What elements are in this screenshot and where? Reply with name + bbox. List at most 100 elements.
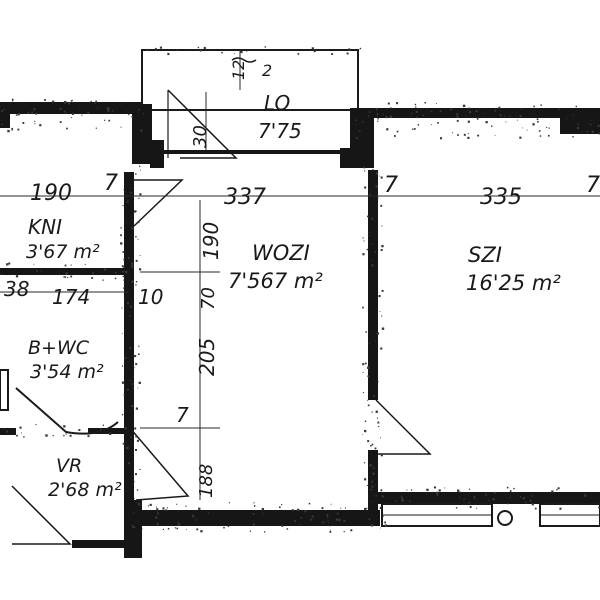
- speck: [598, 132, 600, 135]
- speck: [15, 275, 19, 278]
- speck: [103, 268, 107, 271]
- speck: [381, 327, 385, 330]
- speck: [367, 234, 369, 236]
- balcony-squiggle: [231, 57, 257, 63]
- speck: [65, 433, 67, 435]
- speck: [45, 434, 48, 437]
- speck: [590, 120, 591, 122]
- speck: [373, 467, 375, 469]
- speck: [376, 114, 378, 116]
- speck: [125, 270, 128, 274]
- speck: [121, 365, 124, 367]
- speck: [133, 367, 135, 369]
- speck: [174, 527, 177, 529]
- wall-bottom-left-stub-foot: [72, 540, 128, 548]
- speck: [21, 432, 22, 434]
- speck: [135, 473, 137, 476]
- speck: [123, 258, 125, 261]
- speck: [459, 491, 461, 493]
- speck: [114, 277, 117, 280]
- speck: [433, 486, 436, 489]
- dim-7-right: 7: [586, 173, 600, 198]
- speck: [156, 508, 159, 511]
- speck: [192, 515, 195, 518]
- speck: [364, 478, 367, 481]
- speck: [33, 263, 35, 265]
- speck: [577, 126, 580, 130]
- speck: [355, 119, 357, 121]
- speck: [70, 264, 72, 266]
- speck: [372, 169, 374, 171]
- speck: [370, 522, 372, 523]
- speck: [121, 307, 123, 309]
- speck: [509, 496, 511, 498]
- speck: [597, 125, 599, 127]
- speck: [176, 527, 179, 530]
- speck: [377, 197, 379, 199]
- speck: [401, 499, 404, 502]
- speck: [130, 436, 132, 438]
- speck: [120, 242, 123, 245]
- speck: [376, 417, 378, 419]
- speck: [39, 124, 42, 127]
- speck: [506, 486, 509, 489]
- speck: [362, 363, 365, 366]
- pillar-right-balcony-foot: [340, 148, 364, 168]
- speck: [375, 495, 377, 497]
- speck: [383, 515, 384, 517]
- speck: [311, 47, 314, 50]
- speck: [468, 107, 470, 110]
- speck: [409, 116, 411, 117]
- speck: [368, 111, 371, 113]
- speck: [439, 110, 442, 113]
- dim-188-vertical: 188: [196, 464, 217, 498]
- speck: [78, 429, 81, 431]
- speck: [504, 115, 506, 117]
- speck: [379, 175, 380, 177]
- speck: [35, 424, 37, 426]
- speck: [120, 227, 122, 229]
- speck: [177, 521, 179, 523]
- speck: [130, 380, 131, 382]
- speck: [380, 454, 383, 457]
- speck: [364, 507, 367, 511]
- wall-bottom-left-stub: [124, 500, 142, 558]
- speck: [311, 515, 314, 518]
- room-labels: KNI 3'67 m² B+WC 3'54 m² VR 2'68 m² LO 7…: [26, 91, 561, 501]
- speck: [463, 133, 466, 136]
- speck: [331, 53, 334, 55]
- speck: [525, 501, 527, 504]
- speck: [367, 366, 370, 369]
- speck: [440, 137, 443, 140]
- speck: [362, 372, 364, 374]
- speck: [456, 113, 459, 116]
- speck: [459, 497, 461, 499]
- speck: [67, 277, 69, 279]
- speck: [378, 295, 381, 298]
- speck: [221, 51, 223, 54]
- speck: [330, 503, 332, 505]
- speck: [66, 127, 68, 130]
- speck: [135, 449, 137, 451]
- speck: [120, 126, 122, 128]
- speck: [34, 123, 36, 125]
- speck: [177, 523, 181, 526]
- speck: [60, 426, 61, 428]
- speck: [19, 103, 21, 105]
- speck: [338, 518, 341, 522]
- speck: [409, 500, 411, 503]
- speck: [138, 197, 140, 199]
- speck: [138, 353, 140, 355]
- door-swings: [11, 57, 432, 545]
- speck: [371, 480, 374, 483]
- speck: [291, 509, 294, 512]
- speck: [196, 528, 199, 531]
- speck: [16, 434, 18, 437]
- speck: [156, 522, 159, 525]
- speck: [166, 507, 168, 509]
- speck: [154, 47, 157, 50]
- speck: [452, 132, 454, 134]
- speck: [476, 507, 478, 509]
- speck: [348, 48, 351, 51]
- speck: [252, 513, 255, 515]
